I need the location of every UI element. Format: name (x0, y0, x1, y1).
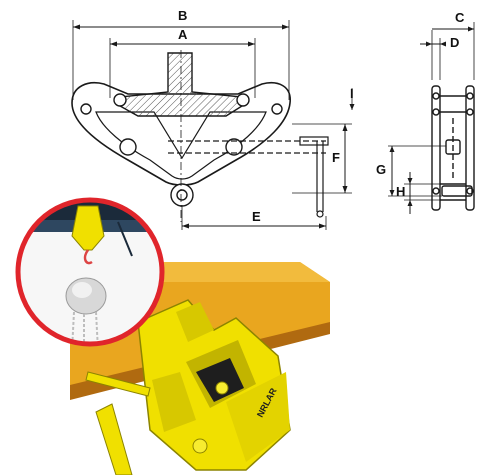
label-e: E (252, 209, 261, 224)
label-i: I (350, 86, 354, 101)
dimension-h: H (396, 172, 442, 214)
dimension-a: A (109, 27, 256, 98)
clamp-front-view (71, 82, 291, 186)
brand-mark: NRLAR (255, 386, 279, 419)
dimension-c: C (431, 10, 475, 80)
dimension-e: E (181, 205, 327, 230)
dimension-f: F (292, 123, 352, 194)
spindle (168, 136, 329, 218)
label-g: G (376, 162, 386, 177)
dimension-g: G (376, 145, 446, 197)
beam-clamp-photo: NRLAR (137, 299, 291, 471)
clamp-side-view (431, 85, 475, 211)
technical-drawing: B A (71, 8, 475, 230)
clamp-spindle-handle (85, 371, 151, 475)
label-b: B (178, 8, 187, 23)
steel-beam (70, 262, 330, 400)
pivot-bolts (80, 93, 283, 207)
label-d: D (450, 35, 459, 50)
label-h: H (396, 184, 405, 199)
dimension-b: B (72, 8, 290, 100)
dimension-d: D (420, 35, 459, 80)
label-a: A (178, 27, 188, 42)
label-c: C (455, 10, 465, 25)
label-f: F (332, 150, 340, 165)
dimension-i: I (349, 86, 355, 110)
